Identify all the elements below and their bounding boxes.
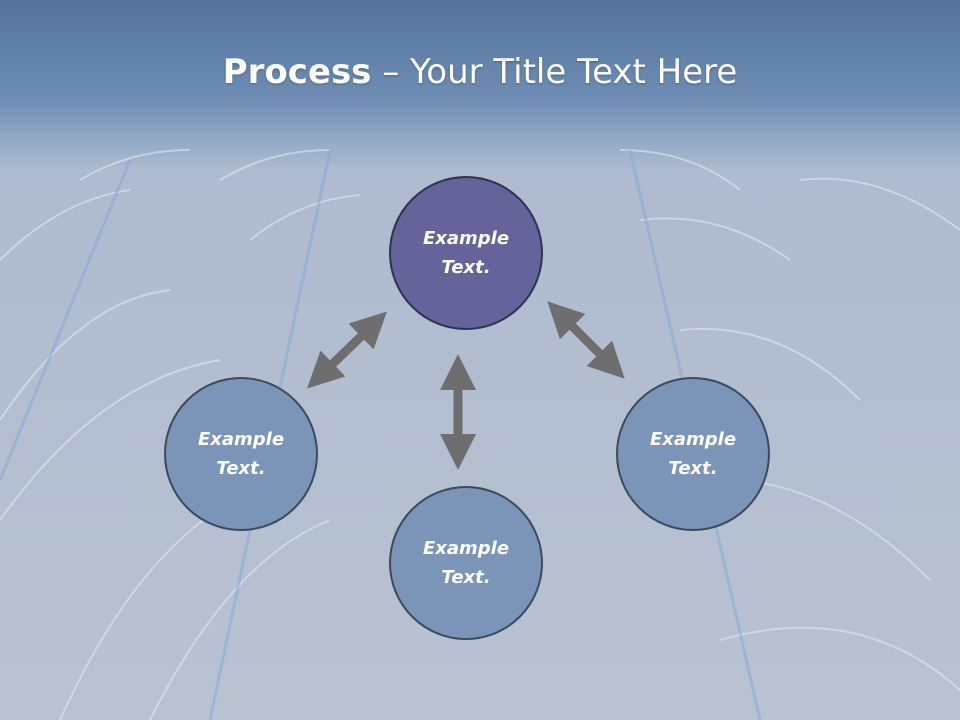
process-node-top: Example Text.: [389, 176, 543, 330]
title-bold: Process: [222, 52, 372, 92]
slide-title: Process – Your Title Text Here: [0, 52, 960, 92]
process-node-right: Example Text.: [616, 377, 770, 531]
process-node-left: Example Text.: [164, 377, 318, 531]
process-node-bottom: Example Text.: [389, 486, 543, 640]
node-left-text: Example Text.: [197, 429, 285, 479]
double-arrow-right-top: [547, 301, 625, 379]
title-rest: – Your Title Text Here: [371, 52, 738, 92]
node-right-text: Example Text.: [649, 429, 737, 479]
node-top-text: Example Text.: [422, 228, 510, 278]
double-arrow-left-top: [307, 311, 387, 389]
node-bottom-text: Example Text.: [422, 538, 510, 588]
